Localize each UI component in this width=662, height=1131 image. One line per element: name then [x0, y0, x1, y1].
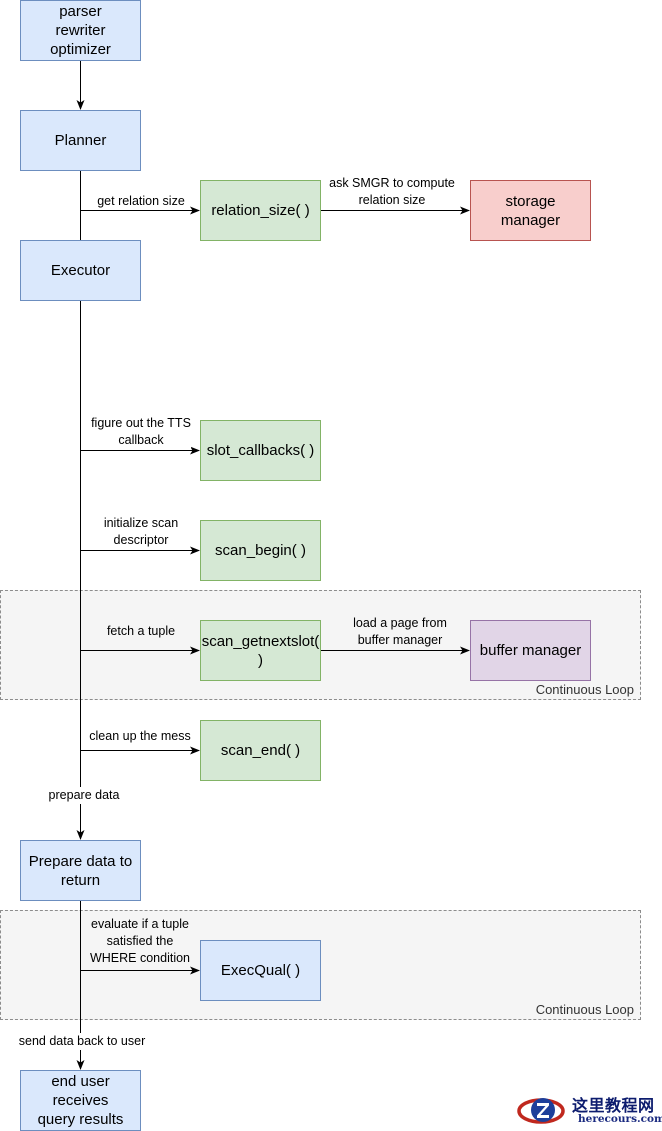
scan-getnextslot-node: scan_getnextslot( ) — [200, 620, 321, 681]
label-get-relation-size: get relation size — [97, 193, 185, 210]
scan-begin-node: scan_begin( ) — [200, 520, 321, 581]
watermark-url: herecours.com — [578, 1113, 662, 1125]
label-send-data: send data back to user — [18, 1033, 146, 1050]
parser-node: parser rewriter optimizer — [20, 0, 141, 61]
label-clean-up: clean up the mess — [89, 728, 191, 745]
watermark-logo: 这里教程网 herecours.com — [512, 1086, 662, 1131]
planner-node: Planner — [20, 110, 141, 171]
label-fetch-tuple: fetch a tuple — [106, 623, 176, 640]
execqual-node: ExecQual( ) — [200, 940, 321, 1001]
qual-loop-label: Continuous Loop — [535, 1002, 634, 1017]
logo-z-icon — [517, 1098, 565, 1124]
buffer-manager-node: buffer manager — [470, 620, 591, 681]
label-init-scan: initialize scan descriptor — [103, 515, 179, 549]
label-evaluate-tuple: evaluate if a tuple satisfied the WHERE … — [89, 916, 191, 967]
relation-size-node: relation_size( ) — [200, 180, 321, 241]
label-figure-tts: figure out the TTS callback — [91, 415, 191, 449]
watermark-chinese: 这里教程网 — [572, 1096, 655, 1115]
label-ask-smgr: ask SMGR to compute relation size — [329, 175, 455, 209]
label-prepare-data: prepare data — [48, 787, 120, 804]
scan-loop-label: Continuous Loop — [535, 682, 634, 697]
end-user-node: end user receives query results — [20, 1070, 141, 1131]
storage-manager-node: storage manager — [470, 180, 591, 241]
scan-end-node: scan_end( ) — [200, 720, 321, 781]
executor-node: Executor — [20, 240, 141, 301]
label-load-page: load a page from buffer manager — [353, 615, 447, 649]
prepare-data-node: Prepare data to return — [20, 840, 141, 901]
slot-callbacks-node: slot_callbacks( ) — [200, 420, 321, 481]
